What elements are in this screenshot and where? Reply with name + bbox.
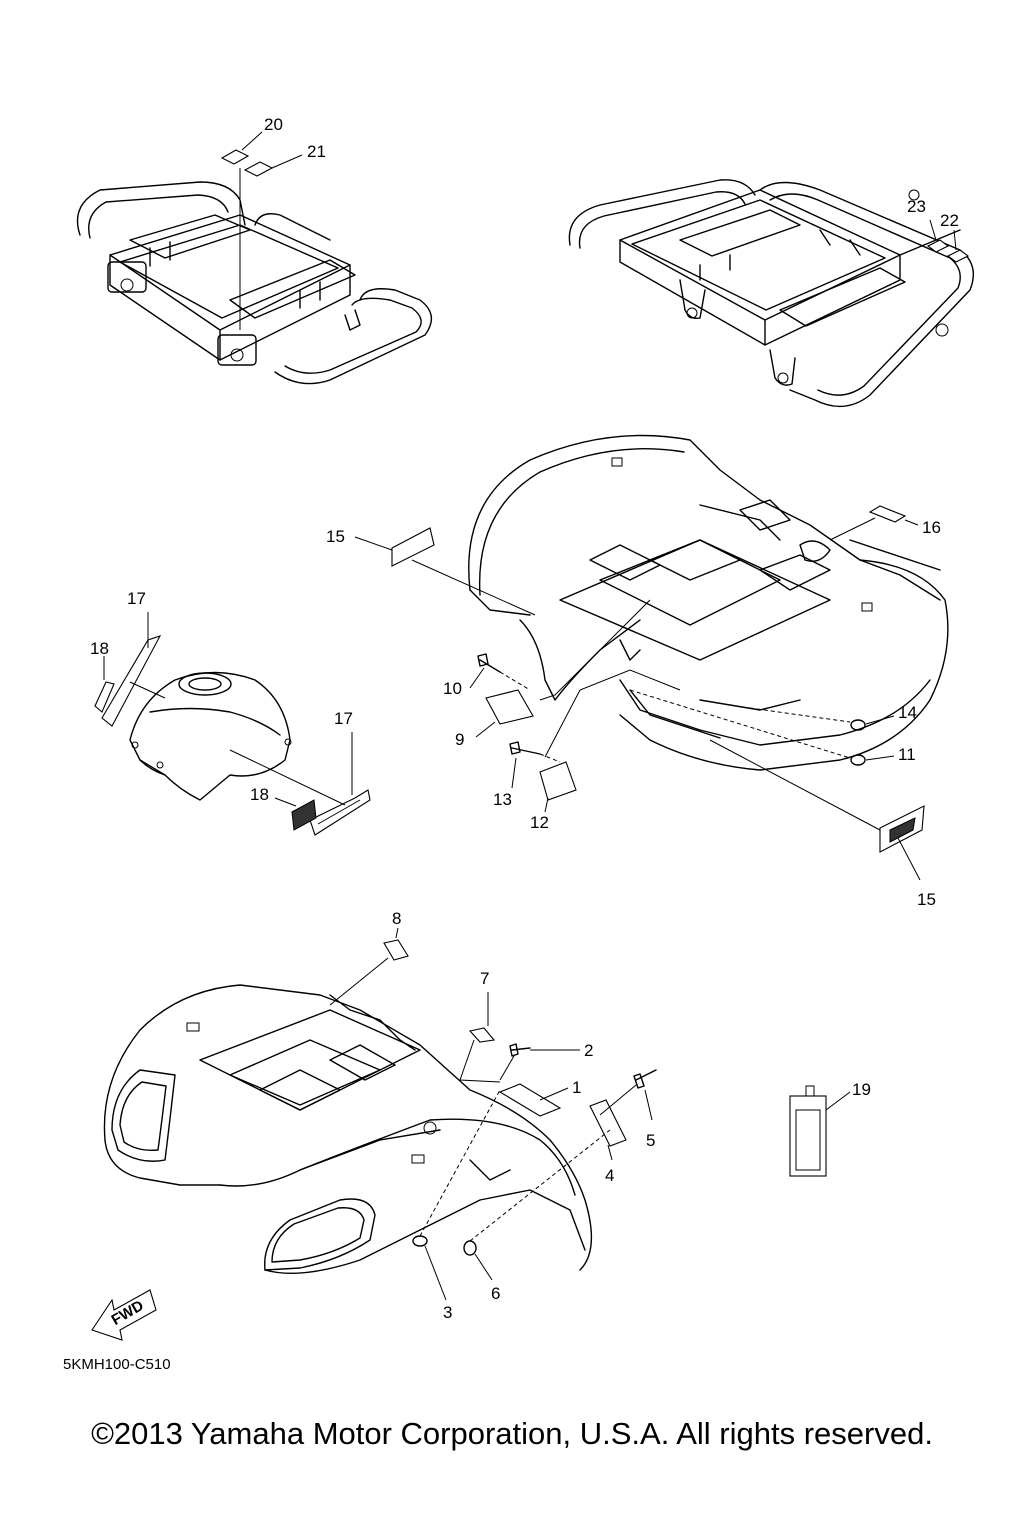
callout-14: 14 (898, 703, 917, 722)
callout-23: 23 (907, 197, 926, 216)
flap-4 (589, 1099, 627, 1147)
diagram-code: 5KMH100-C510 (63, 1356, 171, 1373)
decal-23 (926, 239, 950, 253)
decal-18-left (94, 681, 115, 713)
decal-8 (383, 939, 409, 961)
flap-9 (485, 689, 534, 725)
callout-20: 20 (264, 115, 283, 134)
decal-22 (946, 249, 970, 263)
callout-7: 7 (480, 969, 489, 988)
callout-15-bottom: 15 (917, 890, 936, 909)
flap-1 (498, 1083, 562, 1117)
callout-15-top: 15 (326, 527, 345, 546)
decal-15-right (879, 805, 925, 853)
decal-20 (220, 149, 250, 165)
tank-cover (129, 671, 292, 801)
fwd-arrow-icon: FWD (91, 1289, 157, 1341)
callout-5: 5 (646, 1131, 655, 1150)
washer-3 (412, 1235, 428, 1247)
tag-19 (789, 1085, 827, 1177)
washer-14 (850, 719, 866, 731)
callout-4: 4 (605, 1166, 614, 1185)
rivet-10 (477, 653, 501, 673)
decal-18-right (291, 799, 317, 831)
decal-17-right (309, 789, 371, 836)
rear-carrier (568, 179, 974, 408)
callout-11: 11 (898, 745, 916, 764)
callout-13: 13 (493, 790, 512, 809)
front-carrier (76, 181, 433, 385)
front-fender (103, 984, 593, 1274)
decal-16 (868, 505, 907, 523)
callout-2: 2 (584, 1041, 593, 1060)
rear-fender (468, 434, 949, 771)
callout-6: 6 (491, 1284, 500, 1303)
decal-7 (468, 1027, 496, 1043)
callout-16: 16 (922, 518, 941, 537)
callout-17-right: 17 (334, 709, 353, 728)
rivet-2 (509, 1043, 531, 1057)
decal-15-left (391, 527, 435, 567)
callout-22: 22 (940, 211, 959, 230)
callout-18-left: 18 (90, 639, 109, 658)
washer-6 (463, 1240, 477, 1256)
washer-11 (850, 754, 866, 766)
decal-21 (243, 161, 274, 177)
copyright-notice: ©2013 Yamaha Motor Corporation, U.S.A. A… (91, 1416, 933, 1451)
rivet-5 (633, 1069, 657, 1089)
callout-8: 8 (392, 909, 401, 928)
callout-3: 3 (443, 1303, 452, 1322)
callout-10: 10 (443, 679, 462, 698)
decal-17-left (101, 635, 162, 727)
callout-19: 19 (852, 1080, 871, 1099)
callout-9: 9 (455, 730, 464, 749)
callout-12: 12 (530, 813, 549, 832)
callout-1: 1 (572, 1078, 581, 1097)
flap-12 (539, 761, 577, 801)
rivet-13 (509, 741, 541, 755)
callout-17-left: 17 (127, 589, 146, 608)
callout-18-right: 18 (250, 785, 269, 804)
callout-21: 21 (307, 142, 326, 161)
